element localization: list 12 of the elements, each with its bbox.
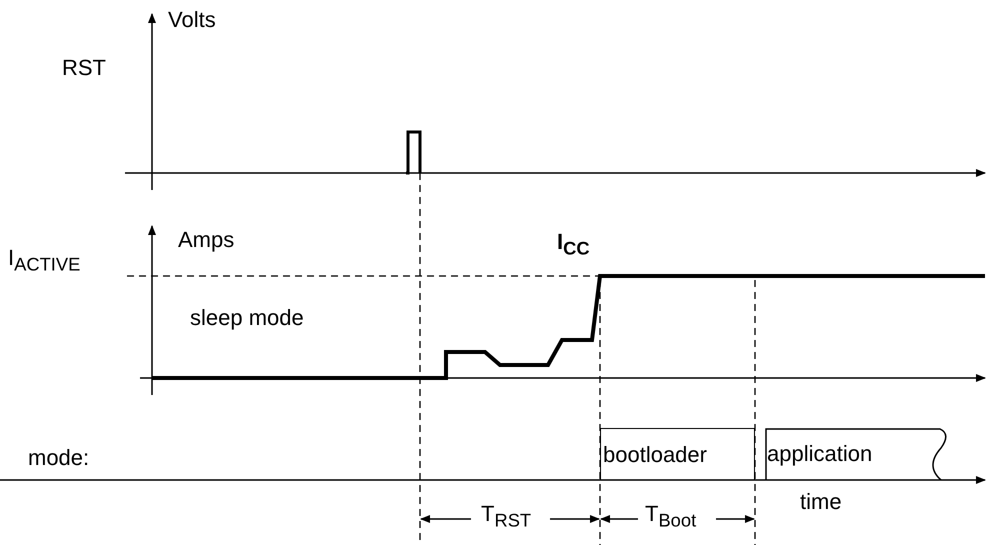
mode-segment: application (765, 428, 955, 480)
row-label: mode: (28, 446, 90, 470)
mode-segment: bootloader (600, 428, 755, 480)
state-label: sleep mode (190, 306, 304, 330)
signal-name: RST (62, 56, 106, 80)
level-label: I$_{CC}$ (557, 230, 590, 260)
axis-label: Amps (178, 228, 234, 252)
axis-label: Volts (168, 8, 216, 32)
duration-label: T$_{Boot}$ (645, 502, 696, 532)
axis-label: time (800, 490, 842, 514)
level-label: I$_{ACTIVE}$ (8, 246, 80, 276)
duration-label: T$_{RST}$ (481, 502, 532, 532)
